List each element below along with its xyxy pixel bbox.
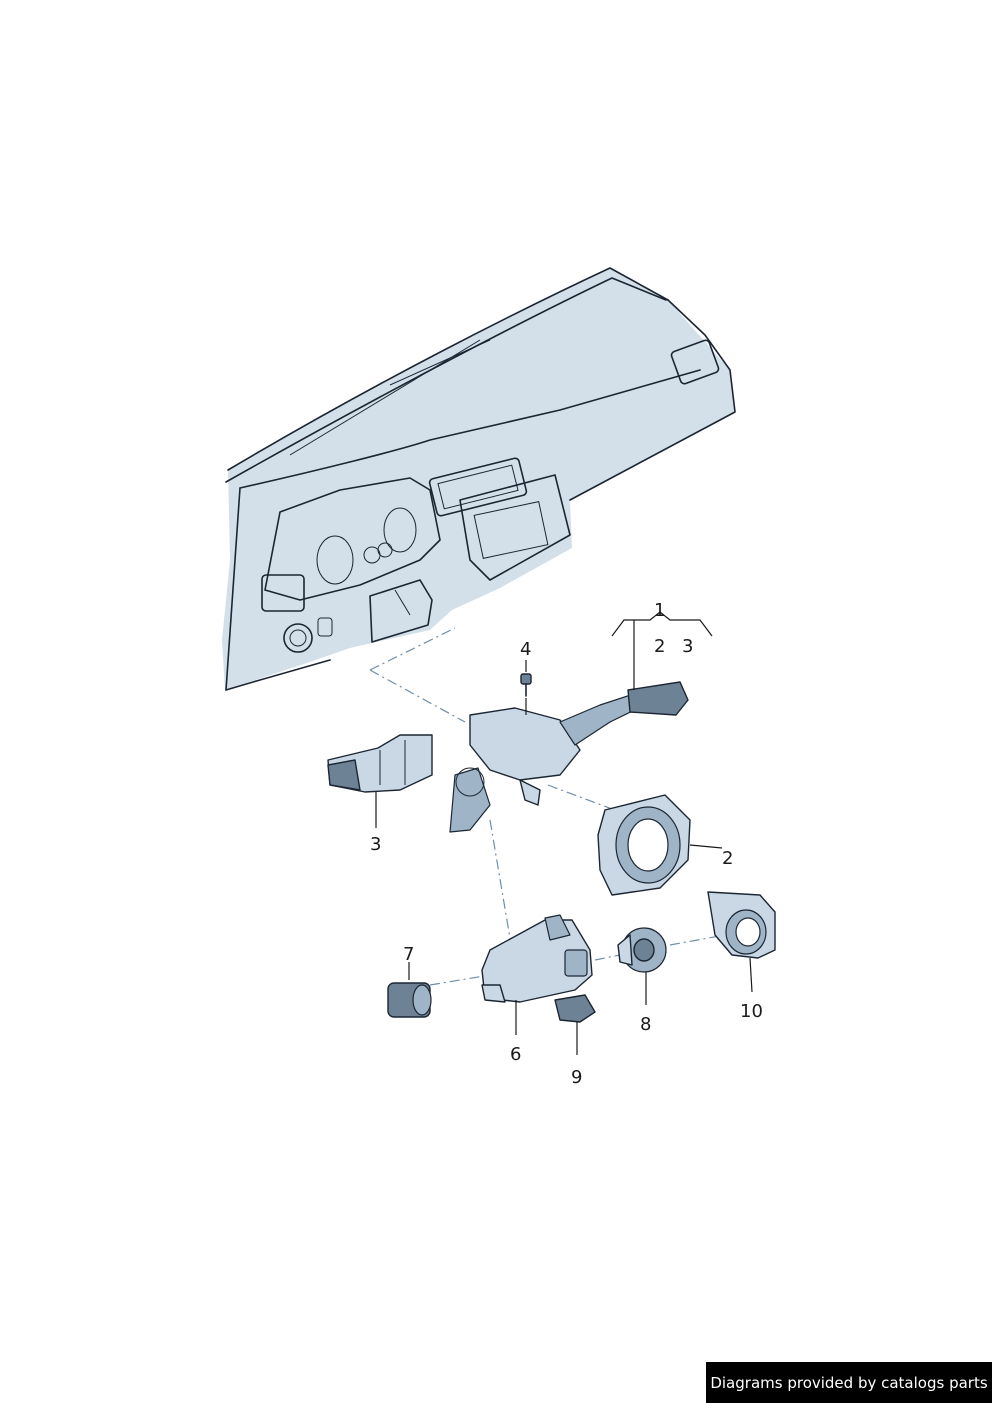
part-6-lock-housing[interactable]: [481, 914, 593, 1003]
part-3-bracket[interactable]: [327, 734, 433, 793]
dashboard-illustration: [222, 267, 736, 691]
callout-10: 10: [740, 1001, 763, 1022]
part-9-switch[interactable]: [554, 994, 596, 1023]
callout-8: 8: [640, 1014, 651, 1035]
callout-4: 4: [520, 639, 531, 660]
part-2-clock-spring[interactable]: [597, 794, 691, 896]
assembly-lines: [369, 627, 726, 986]
part-1-combination-switch[interactable]: [449, 681, 689, 833]
credit-banner[interactable]: Diagrams provided by catalogs parts: [706, 1362, 992, 1403]
callout-3: 3: [370, 834, 381, 855]
part-7-ignition-switch[interactable]: [387, 982, 432, 1018]
part-10-trim-ring[interactable]: [707, 891, 776, 959]
callout-7: 7: [403, 944, 414, 965]
callout-1-sub-3: 3: [682, 636, 693, 657]
callout-1: 1: [654, 600, 665, 621]
callout-2: 2: [722, 848, 733, 869]
credit-text: Diagrams provided by catalogs parts: [710, 1373, 988, 1392]
part-4-screw[interactable]: [520, 673, 532, 697]
part-8-lock-cylinder[interactable]: [617, 927, 667, 973]
callout-1-sub-2: 2: [654, 636, 665, 657]
callout-9: 9: [571, 1067, 582, 1088]
callout-6: 6: [510, 1044, 521, 1065]
leader-lines: [375, 611, 753, 1055]
